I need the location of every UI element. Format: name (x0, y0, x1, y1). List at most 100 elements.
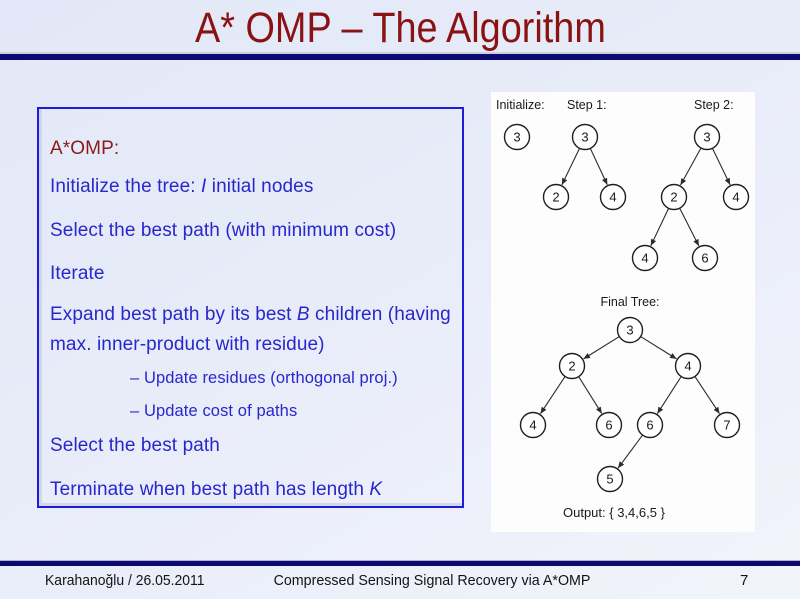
tree-node-circle (571, 123, 599, 151)
tree-caption: Step 2: (694, 98, 734, 112)
tree-node-circle (616, 316, 644, 344)
var-l: I (201, 176, 207, 197)
tree-edge (617, 434, 644, 469)
tree-node-label: 3 (626, 323, 633, 338)
tree-edge (561, 148, 581, 186)
tree-node-circle (631, 244, 659, 272)
tree-node: 4 (674, 352, 702, 380)
tree-edge-arrowhead (540, 406, 547, 414)
step-initialize-post: initial nodes (206, 176, 314, 197)
tree-edge-arrowhead (561, 177, 568, 185)
tree-node-circle (503, 123, 531, 151)
tree-node-label: 6 (646, 418, 653, 433)
tree-node-label: 2 (568, 359, 575, 374)
footer-author-date: Karahanoğlu / 26.05.2011 (45, 572, 205, 589)
tree-caption: Output: { 3,4,6,5 } (563, 505, 666, 520)
tree-edge-arrowhead (650, 238, 657, 246)
step-expand: Expand best path by its best B children … (50, 300, 505, 360)
step-initialize: Initialize the tree: I initial nodes (50, 172, 313, 202)
tree-node-label: 2 (552, 190, 559, 205)
tree-node-circle (722, 183, 750, 211)
tree-node-label: 3 (703, 130, 710, 145)
tree-node-circle (636, 411, 664, 439)
tree-node: 4 (722, 183, 750, 211)
tree-node-circle (691, 244, 719, 272)
tree-node-circle (599, 183, 627, 211)
slide-header: A* OMP – The Algorithm (0, 2, 800, 54)
tree-caption: Initialize: (496, 98, 545, 112)
tree-node-label: 4 (732, 190, 739, 205)
tree-node: 4 (631, 244, 659, 272)
tree-edge (694, 376, 721, 415)
tree-node: 6 (636, 411, 664, 439)
tree-node-circle (660, 183, 688, 211)
tree-node-circle (596, 465, 624, 493)
tree-node-circle (542, 183, 570, 211)
tree-edge (679, 207, 700, 247)
tree-node: 3 (693, 123, 721, 151)
tree-node: 2 (542, 183, 570, 211)
tree-edge-arrowhead (713, 406, 720, 414)
tree-node: 6 (595, 411, 623, 439)
tree-edge-arrowhead (618, 461, 625, 469)
tree-node-label: 4 (529, 418, 536, 433)
tree-node-label: 7 (723, 418, 730, 433)
tree-edge (589, 148, 608, 185)
tree-node: 2 (660, 183, 688, 211)
tree-node-label: 6 (701, 251, 708, 266)
tree-node-label: 3 (581, 130, 588, 145)
tree-edge-arrowhead (602, 177, 608, 185)
tree-node: 7 (713, 411, 741, 439)
tree-edge (650, 208, 670, 247)
footer-page-number: 7 (740, 572, 749, 589)
tree-node-circle (713, 411, 741, 439)
var-k: K (369, 479, 383, 500)
tree-node-circle (595, 411, 623, 439)
tree-edge (680, 147, 702, 186)
tree-edge-arrowhead (693, 238, 699, 246)
substep-update-residues: – Update residues (orthogonal proj.) (130, 369, 398, 387)
tree-node: 5 (596, 465, 624, 493)
title-rule (0, 54, 800, 60)
tree-node-label: 5 (606, 472, 613, 487)
tree-edge (656, 376, 682, 414)
tree-edge-arrowhead (583, 353, 591, 359)
footer-presentation-title: Compressed Sensing Signal Recovery via A… (273, 572, 591, 589)
tree-edge-arrowhead (680, 178, 687, 186)
algorithm-box: A*OMP: Initialize the tree: I initial no… (37, 107, 464, 508)
step-iterate: Iterate (50, 263, 105, 284)
tree-caption: Final Tree: (600, 295, 659, 309)
tree-edge (640, 336, 677, 360)
tree-node-label: 4 (641, 251, 648, 266)
footer-rule (0, 561, 800, 566)
tree-node-circle (693, 123, 721, 151)
tree-node: 3 (616, 316, 644, 344)
step-select-best-path-2: Select the best path (50, 435, 220, 456)
tree-node-label: 4 (609, 190, 616, 205)
tree-node: 3 (503, 123, 531, 151)
tree-edge-arrowhead (724, 177, 731, 185)
tree-node: 3 (571, 123, 599, 151)
step-expand-pre: Expand best path by its best (50, 304, 297, 325)
title-rule-highlight (0, 52, 800, 54)
tree-node-circle (558, 352, 586, 380)
step-terminate-pre: Terminate when best path has length (50, 479, 370, 500)
page-title: A* OMP – The Algorithm (194, 3, 606, 52)
tree-node-circle (519, 411, 547, 439)
tree-edge (711, 148, 731, 186)
tree-edge (578, 376, 603, 414)
tree-edge-arrowhead (669, 353, 677, 359)
tree-edge-arrowhead (596, 406, 602, 414)
tree-node-label: 3 (513, 130, 520, 145)
step-initialize-pre: Initialize the tree: (50, 176, 202, 197)
step-terminate: Terminate when best path has length K (50, 475, 382, 505)
footer: Karahanoğlu / 26.05.2011 Compressed Sens… (0, 570, 800, 596)
tree-edge (539, 376, 566, 415)
tree-node-circle (674, 352, 702, 380)
tree-node-label: 2 (670, 190, 677, 205)
tree-edge-arrowhead (657, 406, 664, 414)
tree-node: 2 (558, 352, 586, 380)
